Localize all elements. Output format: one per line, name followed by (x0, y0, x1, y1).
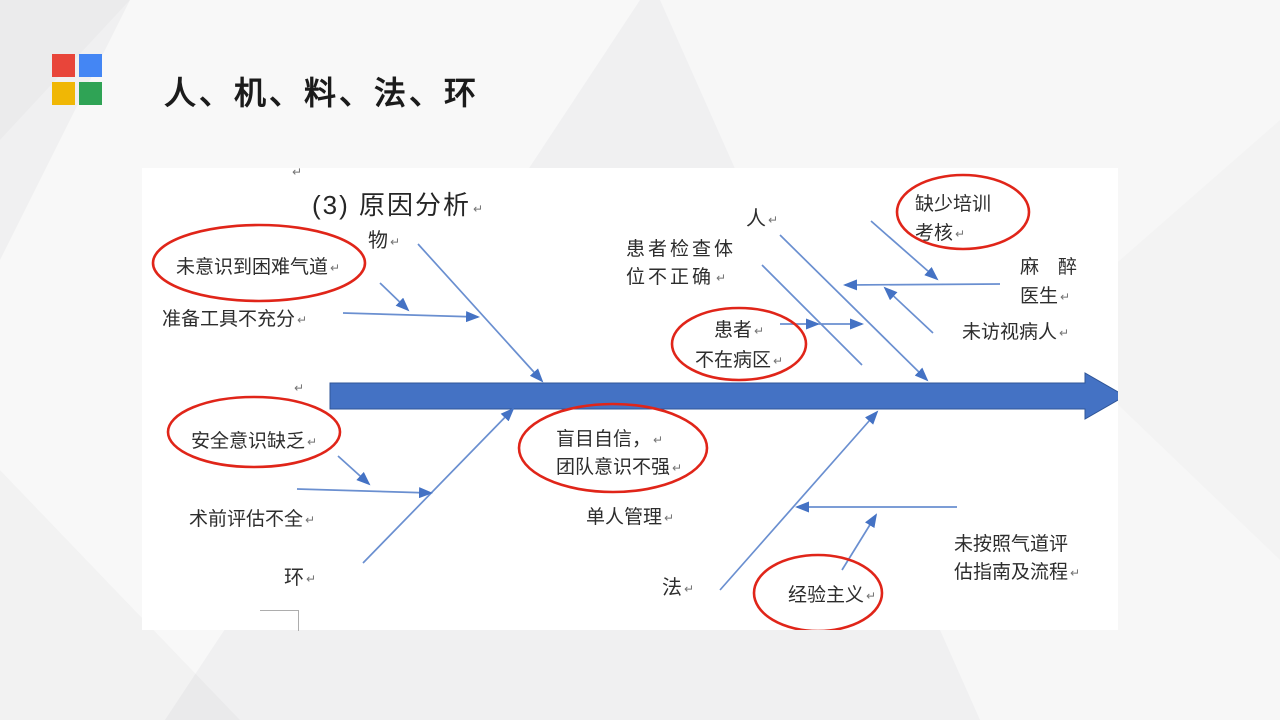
cause-lack-training-assessment: 缺少培训 考核↵ (915, 194, 992, 244)
paragraph-mark: ↵ (306, 572, 317, 586)
arrow-safety-awareness (337, 455, 371, 486)
paragraph-mark: ↵ (1059, 326, 1070, 340)
paragraph-mark: ↵ (664, 511, 675, 525)
highlight-ellipse-unaware-airway (151, 223, 367, 303)
paragraph-mark: ↵ (716, 271, 730, 285)
arrow-anesthesiologist (843, 279, 1001, 291)
paragraph-mark: ↵ (292, 165, 303, 179)
paragraph-mark: ↵ (653, 433, 664, 447)
paragraph-mark: ↵ (307, 435, 318, 449)
four-squares-logo (52, 54, 103, 106)
cause-not-follow-airway-guideline: 未按照气道评 估指南及流程↵ (954, 534, 1081, 583)
cause-lack-safety-awareness: 安全意识缺乏↵ (191, 431, 318, 452)
logo-square-blue (79, 54, 102, 77)
arrow-empiricism (841, 513, 878, 571)
diagram-heading: (3) 原因分析↵ (312, 190, 486, 220)
arrow-preop-eval (296, 487, 433, 499)
cause-anesthesiologist: 麻 醉 医生↵ (1020, 257, 1078, 307)
paragraph-mark: ↵ (684, 582, 695, 596)
paragraph-mark: ↵ (473, 202, 486, 216)
cause-overconfidence-weak-teamwork: 盲目自信，↵ 团队意识不强↵ (556, 429, 683, 478)
paragraph-mark: ↵ (768, 213, 779, 227)
highlight-ellipse-lack-training (895, 173, 1031, 251)
cause-tools-insufficient: 准备工具不充分↵ (162, 309, 308, 330)
paragraph-mark: ↵ (330, 261, 341, 275)
paragraph-mark: ↵ (753, 324, 765, 338)
cause-preop-eval-incomplete: 术前评估不全↵ (189, 509, 316, 530)
spine-arrow (329, 372, 1118, 420)
arrow-lack-training (870, 220, 939, 281)
cause-patient-not-in-ward: 患者↵ 不在病区↵ (694, 320, 784, 371)
paragraph-mark: ↵ (955, 227, 966, 241)
paragraph-mark: ↵ (297, 313, 308, 327)
cause-patient-position-incorrect: 患者检查体 位不正确↵ (626, 239, 737, 288)
highlight-ellipse-patient-not-in-ward (670, 306, 808, 382)
logo-square-yellow (52, 82, 75, 105)
paragraph-mark: ↵ (772, 354, 784, 368)
slide-title: 人、机、料、法、环 (164, 75, 480, 111)
cause-single-person-management: 单人管理↵ (586, 507, 675, 528)
highlight-ellipse-safety-awareness (166, 395, 342, 469)
arrow-tools-insufficient (342, 311, 480, 323)
branch-person-line (779, 234, 929, 382)
label-category-person: 人↵ (746, 208, 779, 230)
paragraph-mark: ↵ (305, 513, 316, 527)
cause-empiricism: 经验主义↵ (788, 585, 877, 606)
arrow-not-visit-patient (883, 286, 934, 334)
fishbone-diagram (151, 173, 1118, 630)
label-category-method: 法↵ (662, 577, 695, 599)
branch-environment-line (362, 407, 515, 564)
arrow-unaware-airway (379, 282, 410, 312)
paragraph-mark: ↵ (866, 589, 877, 603)
label-category-environment: 环↵ (284, 567, 317, 589)
paragraph-mark: ↵ (1070, 566, 1081, 580)
paragraph-mark: ↵ (294, 381, 305, 395)
branch-method-line (719, 410, 879, 591)
label-category-material: 物↵ (368, 230, 401, 252)
empty-textbox-corner (260, 610, 299, 631)
logo-square-red (52, 54, 75, 77)
branch-person-parallel-line (761, 264, 863, 366)
fishbone-diagram-panel: (3) 原因分析↵ 物↵ 人↵ 环↵ 法↵ 未意识到困难气道↵ 准备工具不充分↵… (142, 165, 1118, 631)
cause-not-visit-patient: 未访视病人↵ (962, 322, 1070, 343)
highlight-ellipse-overconfidence (517, 402, 709, 494)
paragraph-mark: ↵ (672, 461, 683, 475)
cause-unaware-difficult-airway: 未意识到困难气道↵ (176, 257, 341, 278)
paragraph-mark: ↵ (1060, 290, 1071, 304)
paragraph-mark: ↵ (390, 235, 401, 249)
highlight-ellipse-empiricism (752, 553, 884, 630)
branch-material-line (417, 243, 544, 383)
logo-square-green (79, 82, 102, 105)
